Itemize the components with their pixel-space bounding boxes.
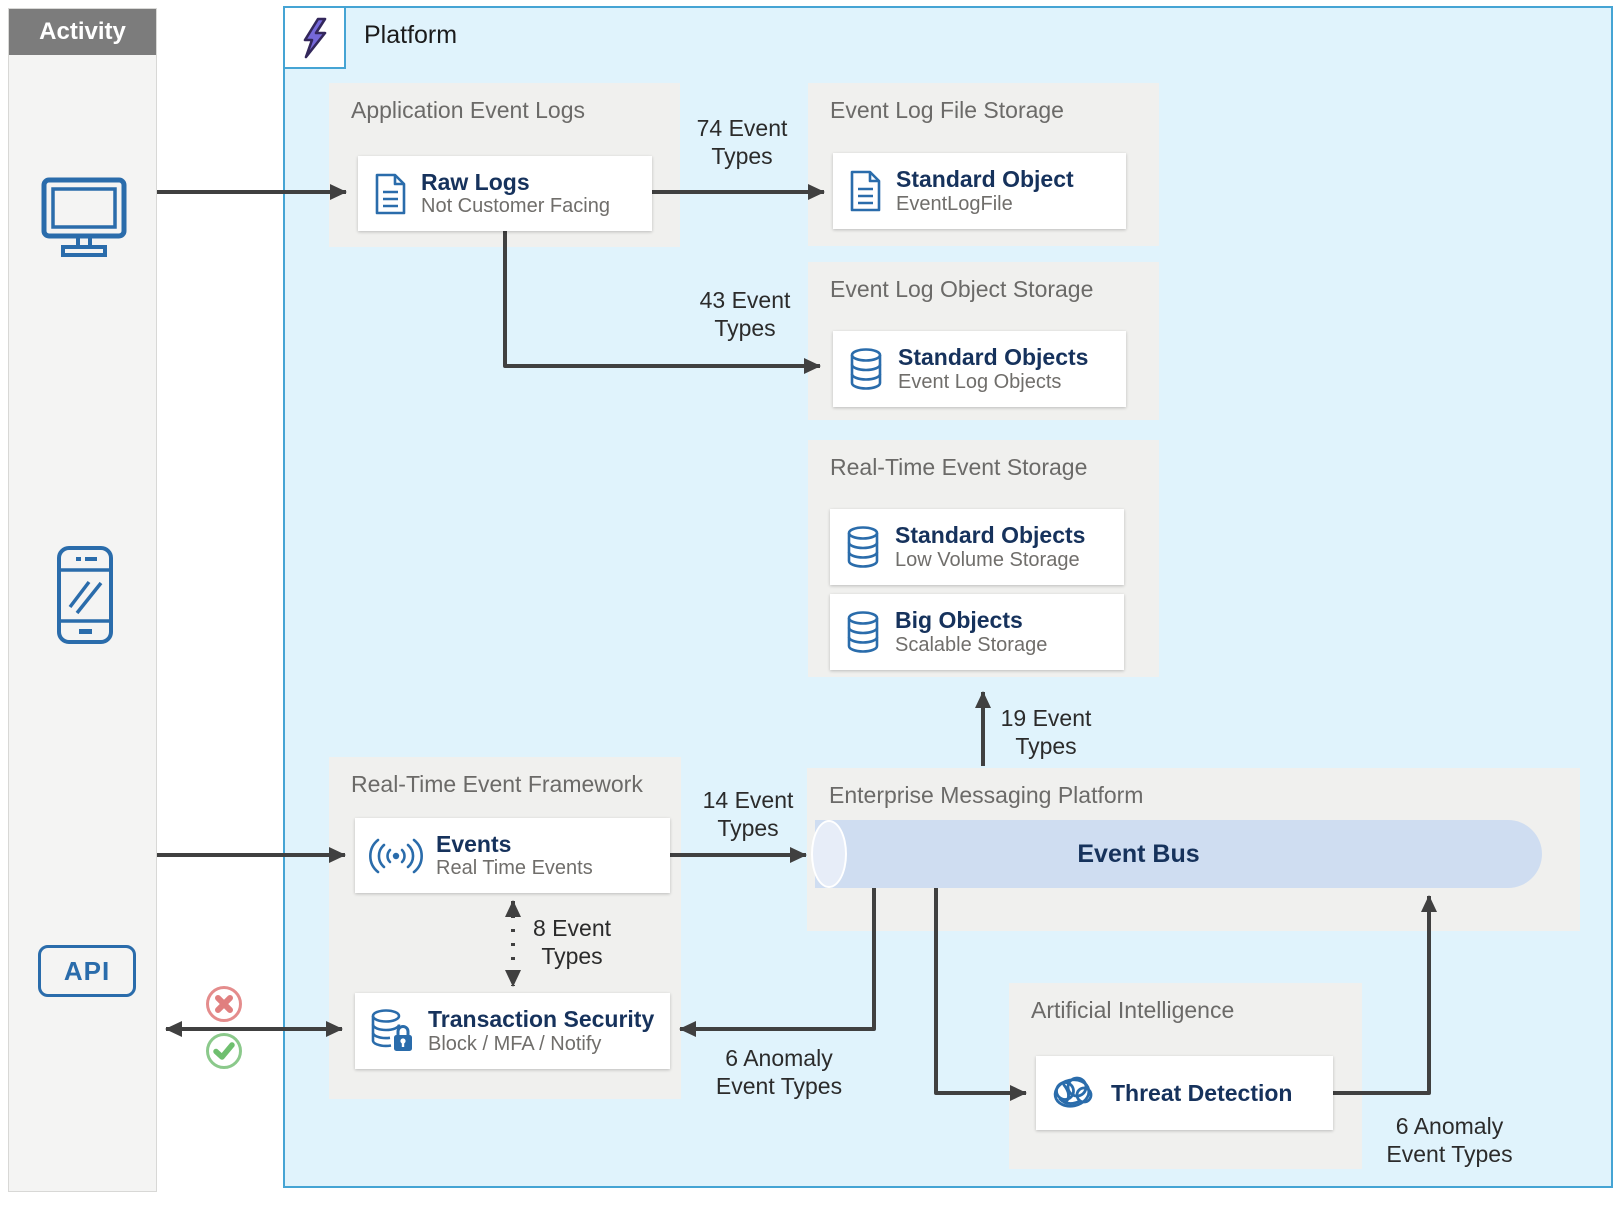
flow-label-8-event-types: 8 Event Types [533,915,611,970]
group-title: Real-Time Event Framework [351,771,643,797]
api-label: API [63,955,111,986]
card-title: Raw Logs [421,168,530,195]
card-subtitle: Event Log Objects [898,370,1062,393]
broadcast-signal-icon [369,837,423,875]
card-title: Standard Objects [895,522,1086,549]
activity-sidebar: Activity API [8,8,157,1192]
arrow-bus-to-threat-detection [934,888,1027,1101]
card-subtitle: Block / MFA / Notify [428,1032,602,1055]
card-title: Standard Object [896,166,1074,193]
flow-label-6-anomaly-event-types-right: 6 Anomaly Event Types [1386,1113,1513,1168]
card-title: Standard Objects [898,344,1089,371]
event-bus-end-cap [811,820,847,888]
card-title: Big Objects [895,607,1023,634]
card-subtitle: EventLogFile [896,192,1013,215]
card-big-objects: Big Objects Scalable Storage [830,594,1124,670]
card-title: Transaction Security [428,1006,655,1033]
card-subtitle: Scalable Storage [895,633,1048,656]
card-subtitle: Low Volume Storage [895,548,1080,571]
arrow-raw-logs-to-object-storage [503,231,821,374]
document-icon [847,169,883,213]
database-icon [844,525,882,569]
event-bus-cylinder: Event Bus [811,820,1542,888]
event-bus-label: Event Bus [1077,839,1200,868]
flow-label-6-anomaly-event-types-left: 6 Anomaly Event Types [715,1045,843,1100]
group-title: Enterprise Messaging Platform [829,782,1144,808]
desktop-monitor-icon [41,177,127,257]
arrow-bus-to-transaction-security [679,888,876,1037]
database-lock-icon [369,1008,415,1054]
card-standard-objects-low-volume: Standard Objects Low Volume Storage [830,509,1124,585]
card-subtitle: Real Time Events [436,857,593,880]
mobile-phone-icon [57,546,113,644]
platform-title: Platform [364,21,458,49]
flow-label-43-event-types: 43 Event Types [699,287,791,342]
activity-header: Activity [9,9,156,55]
group-title: Event Log Object Storage [830,276,1094,302]
group-title: Real-Time Event Storage [830,454,1088,480]
card-transaction-security: Transaction Security Block / MFA / Notif… [355,993,670,1069]
flow-label-74-event-types: 74 Event Types [696,115,788,170]
card-threat-detection: Threat Detection [1036,1056,1333,1130]
arrow-threat-detection-to-bus [1333,895,1437,1095]
document-icon [372,172,408,216]
card-standard-object: Standard Object EventLogFile [833,153,1126,229]
group-title: Application Event Logs [351,97,585,123]
activity-title: Activity [39,18,126,45]
red-x-circle-icon [206,986,242,1022]
card-subtitle: Not Customer Facing [421,195,610,218]
database-icon [844,610,882,654]
card-title: Events [436,830,512,857]
green-check-circle-icon [206,1033,242,1069]
card-standard-objects-event-log: Standard Objects Event Log Objects [833,331,1126,407]
group-title: Artificial Intelligence [1031,997,1235,1023]
platform-icon-box [283,6,346,69]
card-raw-logs: Raw Logs Not Customer Facing [358,156,652,231]
card-events: Events Real Time Events [355,818,670,893]
flow-label-19-event-types: 19 Event Types [1000,705,1092,760]
api-badge: API [38,945,136,997]
lightning-bolt-icon [303,17,326,58]
flow-label-14-event-types: 14 Event Types [702,787,794,842]
database-icon [847,347,885,391]
einstein-scribble-icon [1050,1073,1098,1113]
card-title: Threat Detection [1111,1079,1293,1106]
group-title: Event Log File Storage [830,97,1064,123]
